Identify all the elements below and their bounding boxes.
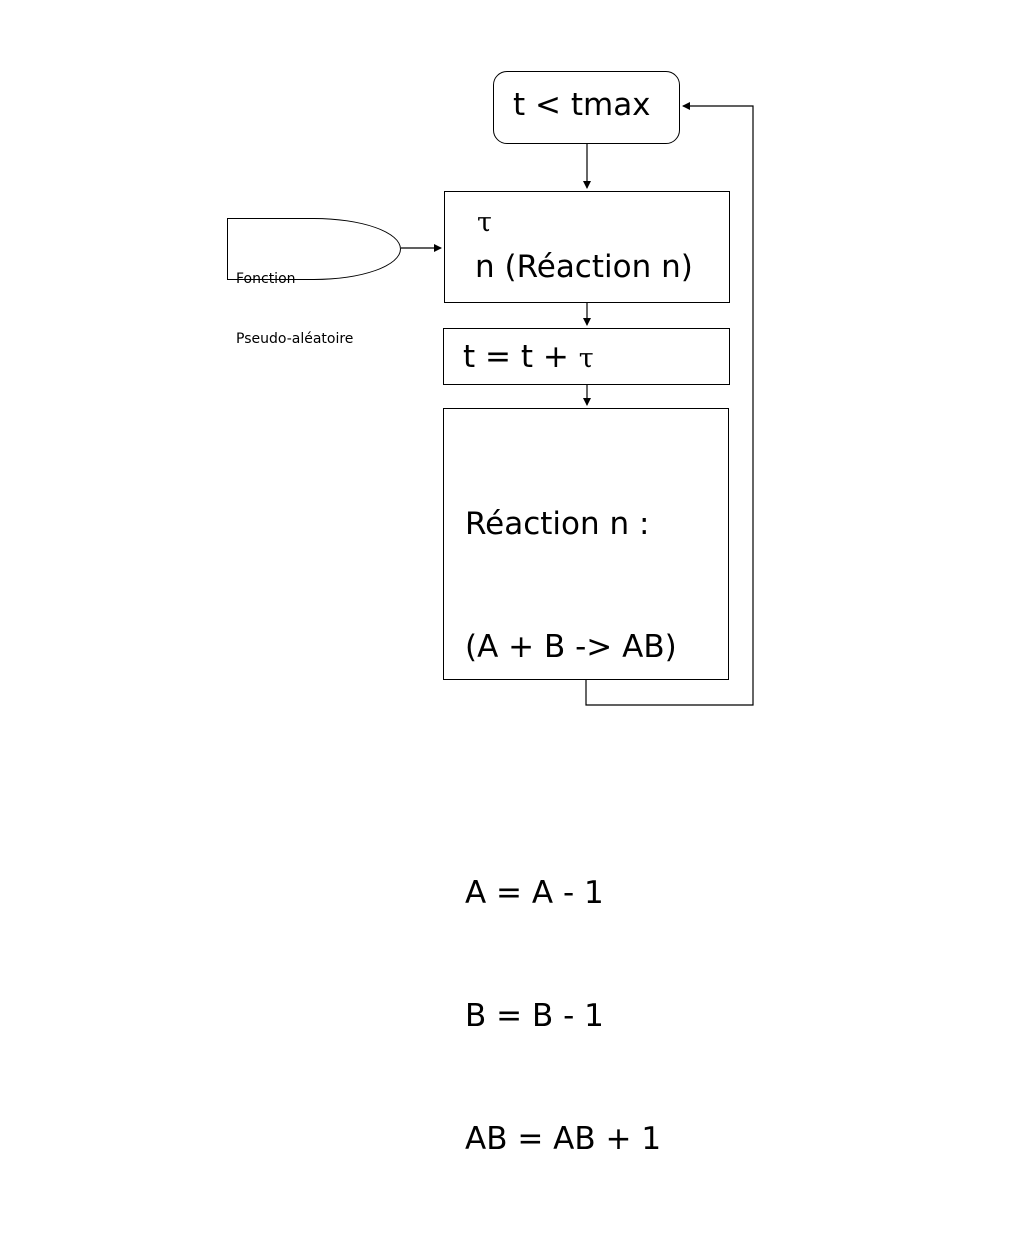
random-function-input: Fonction Pseudo-aléatoire [227,218,401,347]
reaction-line: A = A - 1 [465,875,604,911]
random-function-label: Fonction Pseudo-aléatoire [236,229,353,389]
random-function-line: Pseudo-aléatoire [236,331,354,347]
time-update-box: t = t + τ [443,328,730,385]
reaction-line: B = B - 1 [465,998,604,1034]
condition-label: t < tmax [513,87,651,123]
random-function-line: Fonction [236,271,296,287]
reaction-lines: Réaction n : (A + B -> AB) A = A - 1 B =… [465,422,677,1242]
time-update-label: t = t + τ [463,338,594,378]
time-update-text: t = t + [463,339,579,375]
tau-symbol: τ [578,343,594,374]
condition-box: t < tmax [493,71,680,144]
reaction-line [465,750,677,791]
reaction-line: AB = AB + 1 [465,1121,662,1157]
reaction-line: (A + B -> AB) [465,629,677,665]
tau-symbol: τ [477,207,492,238]
reaction-box: Réaction n : (A + B -> AB) A = A - 1 B =… [443,408,729,1157]
random-draw-box: τ n (Réaction n) [444,191,730,303]
reaction-index-label: n (Réaction n) [475,249,693,285]
reaction-line: Réaction n : [465,506,650,542]
